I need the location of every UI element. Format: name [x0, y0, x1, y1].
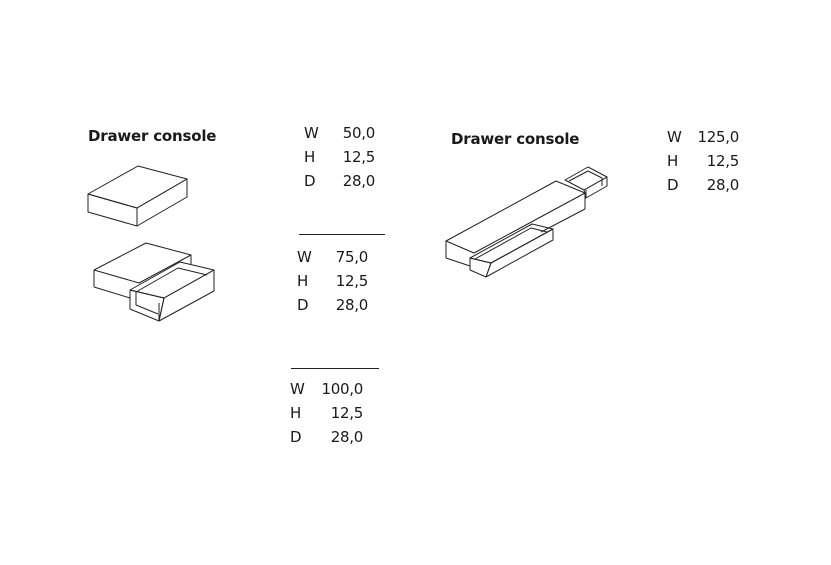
dimension-row-height: H 12,5: [304, 145, 375, 169]
dimension-value: 12,5: [330, 404, 364, 422]
dimension-row-height: H 12,5: [290, 401, 363, 425]
dimension-label: D: [297, 296, 309, 314]
dimensions-block-75: W 75,0 H 12,5 D 28,0: [297, 245, 368, 317]
dimension-value: 100,0: [321, 380, 364, 398]
dimension-label: D: [304, 172, 316, 190]
dimension-value: 12,5: [706, 152, 740, 170]
right-section-title: Drawer console: [451, 130, 580, 148]
dimension-row-depth: D 28,0: [297, 293, 368, 317]
dimension-row-height: H 12,5: [297, 269, 368, 293]
dimension-label: H: [290, 404, 301, 422]
dimension-row-height: H 12,5: [667, 149, 739, 173]
dimension-row-width: W 50,0: [304, 121, 375, 145]
dimension-value: 28,0: [706, 176, 740, 194]
dimension-value: 28,0: [335, 296, 369, 314]
dimension-label: H: [297, 272, 308, 290]
dimension-value: 125,0: [697, 128, 740, 146]
dimension-label: W: [290, 380, 305, 398]
dimension-value: 28,0: [330, 428, 364, 446]
dimension-row-depth: D 28,0: [290, 425, 363, 449]
dimension-label: W: [304, 124, 319, 142]
dimensions-block-125: W 125,0 H 12,5 D 28,0: [667, 125, 739, 197]
dimension-value: 50,0: [342, 124, 376, 142]
left-section-title: Drawer console: [88, 127, 217, 145]
divider-line: [299, 234, 385, 235]
divider-line: [291, 368, 379, 369]
dimension-label: W: [297, 248, 312, 266]
dimension-value: 75,0: [335, 248, 369, 266]
dimension-value: 28,0: [342, 172, 376, 190]
dimension-row-width: W 75,0: [297, 245, 368, 269]
dimensions-block-50: W 50,0 H 12,5 D 28,0: [304, 121, 375, 193]
dimension-row-width: W 100,0: [290, 377, 363, 401]
dimensions-block-100: W 100,0 H 12,5 D 28,0: [290, 377, 363, 449]
dimension-label: H: [667, 152, 678, 170]
dimension-label: D: [290, 428, 302, 446]
dimension-row-depth: D 28,0: [667, 173, 739, 197]
dimension-value: 12,5: [335, 272, 369, 290]
dimension-value: 12,5: [342, 148, 376, 166]
dimension-label: H: [304, 148, 315, 166]
dimension-label: D: [667, 176, 679, 194]
dimension-row-depth: D 28,0: [304, 169, 375, 193]
dimension-row-width: W 125,0: [667, 125, 739, 149]
dimension-label: W: [667, 128, 682, 146]
